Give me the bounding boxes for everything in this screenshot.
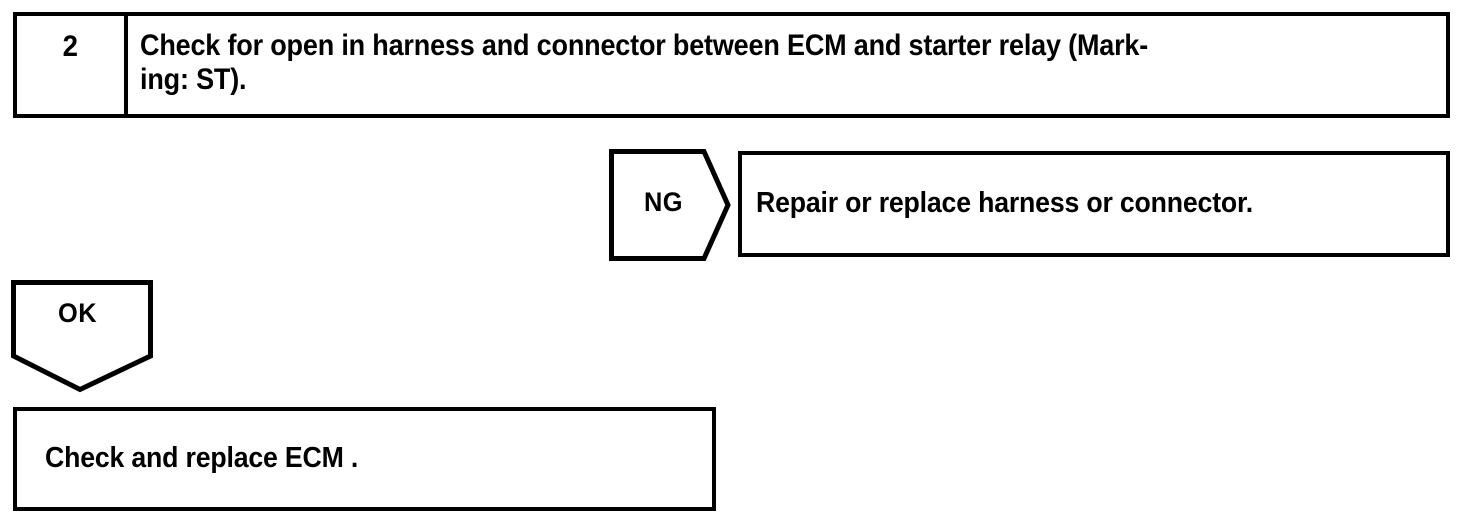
step-number-cell: 2 (17, 16, 128, 114)
action-box-repair-text: Repair or replace harness or connector. (756, 187, 1253, 220)
judgement-ok-label: OK (58, 298, 98, 328)
pentagon-right-icon (609, 149, 731, 261)
action-box-ecm: Check and replace ECM . (13, 407, 716, 511)
action-box-ecm-text: Check and replace ECM . (45, 442, 359, 475)
step-instruction-cell: Check for open in harness and connector … (128, 16, 1446, 114)
judgement-ok: OK (9, 278, 155, 394)
action-box-repair: Repair or replace harness or connector. (738, 151, 1450, 257)
pentagon-down-icon (11, 280, 153, 393)
judgement-ng: NG (607, 147, 733, 263)
step-instruction-text: Check for open in harness and connector … (140, 29, 1149, 96)
judgement-ng-label: NG (644, 187, 684, 217)
step-number: 2 (62, 30, 79, 63)
step-row: 2 Check for open in harness and connecto… (13, 12, 1450, 118)
